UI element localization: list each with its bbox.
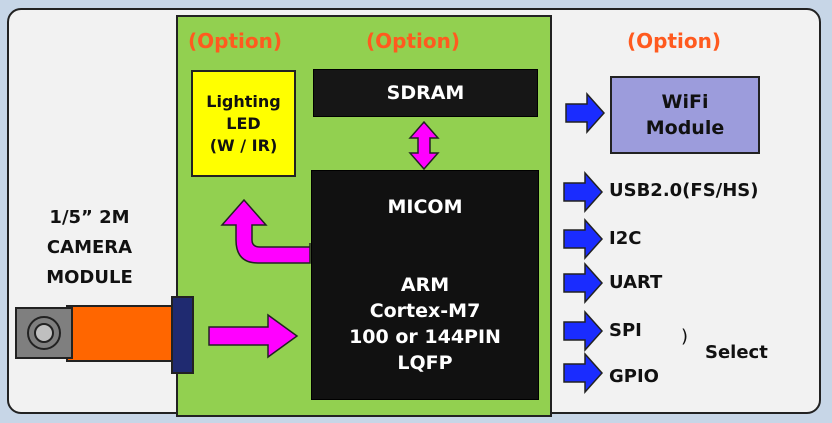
- camera-line-3: MODULE: [46, 267, 133, 288]
- led-line-2: LED: [226, 113, 261, 133]
- curved-arrow-icon: [220, 198, 311, 264]
- double-arrow-icon: [408, 120, 440, 171]
- sdram-label: SDRAM: [386, 82, 465, 104]
- wifi-option-label: (Option): [627, 29, 721, 53]
- arrow-right-icon: [565, 92, 606, 134]
- arrow-right-icon: [208, 313, 299, 359]
- select-label: Select: [705, 342, 768, 363]
- wifi-line-1: WiFi: [661, 91, 709, 113]
- wifi-module-box: WiFi Module: [610, 76, 760, 154]
- led-option-label: (Option): [188, 29, 282, 53]
- micom-package: LQFP: [397, 352, 453, 374]
- camera-module-label: 1/5” 2M CAMERA MODULE: [32, 203, 147, 293]
- micom-box: MICOM ARM Cortex-M7 100 or 144PIN LQFP: [311, 170, 539, 400]
- micom-title: MICOM: [387, 196, 463, 218]
- select-bracket: ): [681, 326, 689, 347]
- spi-label: SPI: [609, 320, 642, 341]
- i2c-label: I2C: [609, 228, 642, 249]
- sdram-box: SDRAM: [313, 69, 538, 117]
- led-line-3: (W / IR): [209, 135, 278, 155]
- usb-label: USB2.0(FS/HS): [609, 180, 759, 201]
- camera-connector: [171, 296, 194, 374]
- camera-line-2: CAMERA: [46, 237, 133, 258]
- micom-arm: ARM: [400, 274, 450, 296]
- wifi-line-2: Module: [645, 117, 725, 139]
- camera-cable: [66, 305, 176, 362]
- sdram-option-label: (Option): [366, 29, 460, 53]
- gpio-label: GPIO: [609, 366, 659, 387]
- arrow-right-icon: [563, 218, 604, 260]
- arrow-right-icon: [563, 352, 604, 394]
- camera-line-1: 1/5” 2M: [49, 207, 130, 228]
- micom-core: Cortex-M7: [369, 300, 481, 322]
- arrow-right-icon: [563, 262, 604, 304]
- arrow-right-icon: [563, 171, 604, 213]
- lighting-led-box: Lighting LED (W / IR): [191, 70, 296, 177]
- led-line-1: Lighting: [206, 91, 281, 111]
- micom-pins: 100 or 144PIN: [349, 326, 501, 348]
- uart-label: UART: [609, 272, 663, 293]
- arrow-right-icon: [563, 310, 604, 352]
